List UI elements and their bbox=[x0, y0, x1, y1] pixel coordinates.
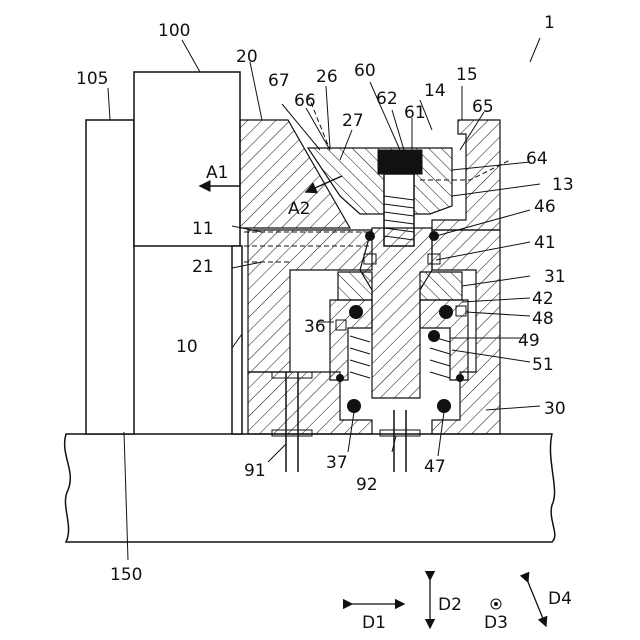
label-11: 11 bbox=[192, 219, 214, 239]
label-14: 14 bbox=[424, 81, 446, 101]
spring-51-right bbox=[430, 336, 450, 378]
pipe-92 bbox=[394, 410, 406, 472]
label-65: 65 bbox=[472, 97, 494, 117]
label-27: 27 bbox=[342, 111, 364, 131]
label-D2: D2 bbox=[438, 595, 462, 615]
label-67: 67 bbox=[268, 71, 290, 91]
label-A2: A2 bbox=[288, 199, 310, 219]
seal-47-right bbox=[437, 399, 451, 413]
label-31: 31 bbox=[544, 267, 566, 287]
label-47: 47 bbox=[424, 457, 446, 477]
label-20: 20 bbox=[236, 47, 258, 67]
label-60: 60 bbox=[354, 61, 376, 81]
seal-49 bbox=[428, 330, 440, 342]
spring-51-left bbox=[350, 336, 370, 378]
label-49: 49 bbox=[518, 331, 540, 351]
label-37: 37 bbox=[326, 453, 348, 473]
label-36: 36 bbox=[304, 317, 326, 337]
label-D4: D4 bbox=[548, 589, 572, 609]
seal-48-left bbox=[349, 305, 363, 319]
label-21: 21 bbox=[192, 257, 214, 277]
side-plate bbox=[232, 246, 242, 434]
label-92: 92 bbox=[356, 475, 378, 495]
label-150: 150 bbox=[110, 565, 142, 585]
label-10: 10 bbox=[176, 337, 198, 357]
label-41: 41 bbox=[534, 233, 556, 253]
label-D3: D3 bbox=[484, 613, 508, 633]
label-15: 15 bbox=[456, 65, 478, 85]
label-105: 105 bbox=[76, 69, 108, 89]
fitting-92 bbox=[380, 430, 420, 436]
label-13: 13 bbox=[552, 175, 574, 195]
label-61: 61 bbox=[404, 103, 426, 123]
seal-ring-small-right bbox=[456, 374, 464, 382]
label-64: 64 bbox=[526, 149, 548, 169]
label-1: 1 bbox=[544, 13, 555, 33]
label-A1: A1 bbox=[206, 163, 228, 183]
label-100: 100 bbox=[158, 21, 190, 41]
seal-48-right bbox=[439, 305, 453, 319]
seal-ring-small-left bbox=[336, 374, 344, 382]
bolt-head-62 bbox=[378, 150, 422, 174]
seal-37-left bbox=[347, 399, 361, 413]
label-66: 66 bbox=[294, 91, 316, 111]
label-91: 91 bbox=[244, 461, 266, 481]
label-30: 30 bbox=[544, 399, 566, 419]
dir-D4 bbox=[528, 582, 546, 626]
ground-base bbox=[65, 434, 555, 542]
label-62: 62 bbox=[376, 89, 398, 109]
label-26: 26 bbox=[316, 67, 338, 87]
column-105 bbox=[86, 120, 134, 434]
dir-D3-inner bbox=[494, 602, 498, 606]
block-100 bbox=[134, 72, 240, 246]
label-D1: D1 bbox=[362, 613, 386, 633]
label-48: 48 bbox=[532, 309, 554, 329]
label-51: 51 bbox=[532, 355, 554, 375]
label-42: 42 bbox=[532, 289, 554, 309]
label-46: 46 bbox=[534, 197, 556, 217]
